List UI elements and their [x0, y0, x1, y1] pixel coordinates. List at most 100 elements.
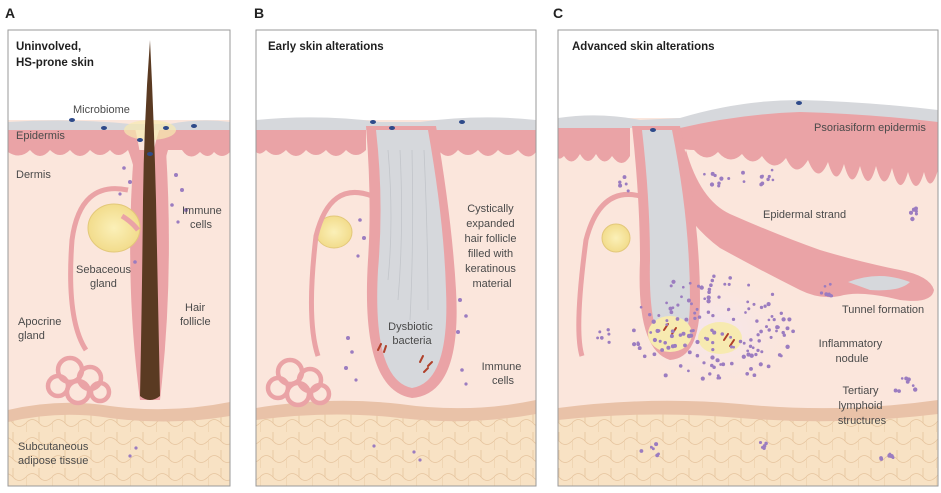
label-dermis: Dermis	[16, 169, 51, 181]
immune-cell	[695, 307, 699, 311]
panel-a-immune-cells	[118, 166, 188, 458]
immune-cell	[763, 304, 767, 308]
immune-cell	[703, 297, 707, 301]
immune-cell	[683, 343, 687, 348]
panel-b-immune-cells	[344, 218, 468, 462]
immune-cell	[897, 389, 901, 393]
panel-b-illustration	[255, 29, 537, 487]
immune-cell	[827, 292, 831, 296]
immune-cell	[785, 326, 790, 331]
immune-cell	[690, 302, 693, 306]
panel-b-dermal-border	[256, 400, 536, 422]
immune-cell	[727, 307, 731, 311]
label-dysbiotic-bacteria: Dysbiotic bacteria	[388, 321, 436, 347]
immune-cell	[651, 319, 656, 324]
immune-cell	[713, 173, 717, 178]
panel-b-adipose	[256, 410, 536, 486]
immune-cell	[666, 345, 671, 350]
immune-cell	[710, 278, 715, 283]
immune-cell	[751, 346, 755, 350]
panel-c-epidermis-left	[558, 126, 630, 163]
immune-cell	[771, 178, 775, 182]
immune-cell	[669, 310, 674, 315]
immune-cell	[684, 317, 689, 322]
label-sebaceous-gland: Sebaceous gland	[76, 264, 134, 290]
immune-cell	[766, 177, 770, 182]
immune-cell	[670, 329, 675, 334]
immune-cell	[642, 354, 647, 359]
panel-c-title: Advanced skin alterations	[572, 41, 715, 53]
immune-cell	[648, 313, 652, 317]
immune-cell	[731, 317, 736, 322]
immune-cell	[649, 445, 653, 449]
immune-cell	[758, 440, 763, 445]
immune-cell	[749, 338, 753, 342]
panel-b-stratum	[256, 117, 536, 130]
immune-cell	[769, 335, 773, 339]
panel-a-frame	[7, 29, 231, 487]
immune-cell	[742, 180, 746, 183]
immune-cell	[744, 311, 747, 314]
immune-cell	[791, 329, 795, 334]
immune-cell	[776, 325, 780, 329]
immune-cell	[760, 350, 764, 354]
immune-cell	[651, 447, 655, 451]
immune-cell	[700, 376, 705, 381]
immune-cell	[828, 282, 832, 286]
immune-cell	[708, 372, 712, 376]
immune-cell	[688, 333, 694, 338]
immune-cell	[665, 323, 669, 326]
immune-cell	[631, 328, 636, 333]
immune-cell	[712, 330, 717, 335]
immune-cell	[636, 341, 640, 345]
immune-cell	[600, 336, 604, 340]
immune-cell	[663, 341, 667, 345]
label-subcutaneous-adipose: Subcutaneous adipose tissue	[18, 441, 91, 467]
immune-cell	[893, 388, 898, 393]
immune-cell	[757, 339, 761, 343]
immune-cell	[681, 285, 685, 289]
immune-cell	[655, 328, 660, 333]
label-hair-follicle: Hair follicle	[180, 302, 211, 328]
label-apocrine-gland: Apocrine gland	[18, 316, 64, 342]
label-immune-cells-a: Immune cells	[182, 205, 225, 231]
immune-cell	[745, 371, 750, 376]
immune-cell	[719, 363, 722, 366]
immune-cell	[710, 363, 714, 368]
panel-a-hair-shaft	[140, 40, 160, 400]
immune-cell	[759, 329, 763, 334]
panel-a-sebaceous-gland	[87, 203, 141, 253]
panel-a-adipose	[8, 410, 230, 486]
immune-cell	[756, 333, 760, 337]
panel-c-dermal-border	[558, 400, 938, 422]
immune-cell	[709, 182, 715, 187]
immune-cell	[819, 291, 824, 295]
immune-cell	[879, 457, 884, 461]
label-inflammatory-nodule: Inflammatory nodule	[819, 338, 886, 365]
immune-cell	[781, 317, 786, 322]
immune-cell	[711, 348, 715, 352]
immune-cell	[626, 189, 630, 193]
immune-cell	[632, 342, 637, 347]
immune-cell	[772, 318, 776, 322]
immune-cell	[652, 352, 657, 357]
immune-cell	[711, 340, 715, 345]
panel-b-microbiome-dots	[370, 120, 465, 130]
immune-cell	[657, 314, 661, 317]
immune-cell	[706, 299, 711, 304]
immune-cell	[716, 374, 720, 378]
immune-cell	[911, 384, 915, 387]
label-immune-cells-b: Immune cells	[482, 361, 525, 387]
immune-cell	[717, 184, 721, 188]
immune-cell	[622, 175, 627, 180]
immune-cell	[723, 282, 727, 286]
immune-cell	[767, 318, 771, 322]
immune-cell	[782, 333, 786, 337]
panel-b-apocrine-duct	[308, 189, 373, 357]
label-tunnel-formation: Tunnel formation	[842, 304, 924, 316]
immune-cell	[707, 287, 712, 292]
immune-cell	[687, 369, 690, 373]
immune-cell	[746, 349, 750, 353]
immune-cell	[760, 445, 764, 449]
immune-cell	[729, 335, 733, 339]
